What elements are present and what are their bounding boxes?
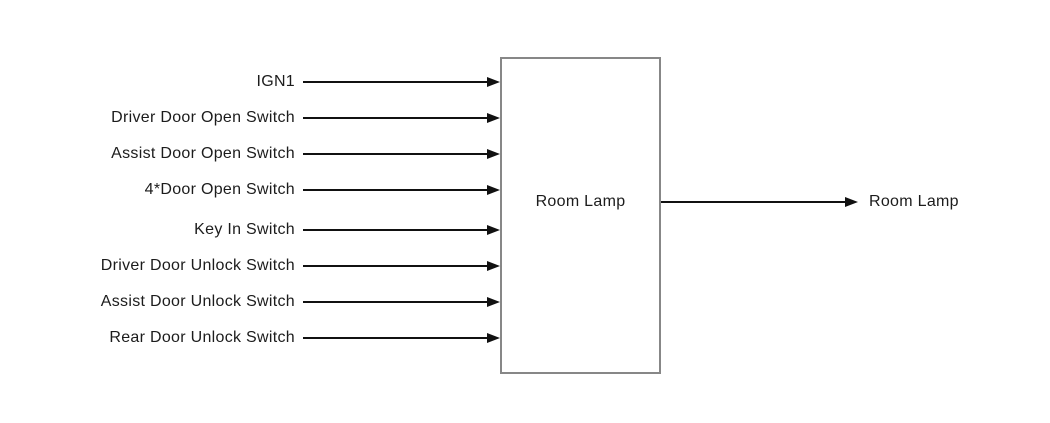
input-arrow-assist-door-unlock-switch [303, 296, 500, 308]
input-label-key-in-switch: Key In Switch [194, 221, 295, 238]
arrow-line [303, 229, 491, 231]
arrow-line [303, 117, 491, 119]
arrowhead-right-icon [487, 113, 500, 123]
arrowhead-right-icon [487, 149, 500, 159]
arrow-line [303, 189, 491, 191]
input-label-rear-door-unlock-switch: Rear Door Unlock Switch [109, 329, 295, 346]
output-arrow-room-lamp [661, 196, 858, 208]
input-label-4-door-open-switch: 4*Door Open Switch [144, 181, 295, 198]
input-label-assist-door-open-switch: Assist Door Open Switch [111, 145, 295, 162]
output-label-room-lamp: Room Lamp [869, 193, 959, 210]
arrow-line [661, 201, 849, 203]
room-lamp-block: Room Lamp [500, 57, 661, 374]
arrowhead-right-icon [845, 197, 858, 207]
input-label-driver-door-open-switch: Driver Door Open Switch [111, 109, 295, 126]
input-arrow-driver-door-open-switch [303, 112, 500, 124]
input-label-assist-door-unlock-switch: Assist Door Unlock Switch [100, 293, 295, 310]
arrowhead-right-icon [487, 77, 500, 87]
arrowhead-right-icon [487, 225, 500, 235]
arrow-line [303, 301, 491, 303]
input-arrow-driver-door-unlock-switch [303, 260, 500, 272]
input-arrow-key-in-switch [303, 224, 500, 236]
input-arrow-4-door-open-switch [303, 184, 500, 196]
input-arrow-rear-door-unlock-switch [303, 332, 500, 344]
input-arrow-ign1 [303, 76, 500, 88]
arrowhead-right-icon [487, 333, 500, 343]
arrow-line [303, 153, 491, 155]
arrowhead-right-icon [487, 185, 500, 195]
input-label-driver-door-unlock-switch: Driver Door Unlock Switch [100, 257, 295, 274]
arrow-line [303, 81, 491, 83]
arrow-line [303, 265, 491, 267]
arrow-line [303, 337, 491, 339]
room-lamp-block-label: Room Lamp [535, 193, 626, 210]
arrowhead-right-icon [487, 297, 500, 307]
input-label-ign1: IGN1 [256, 73, 295, 90]
input-arrow-assist-door-open-switch [303, 148, 500, 160]
arrowhead-right-icon [487, 261, 500, 271]
